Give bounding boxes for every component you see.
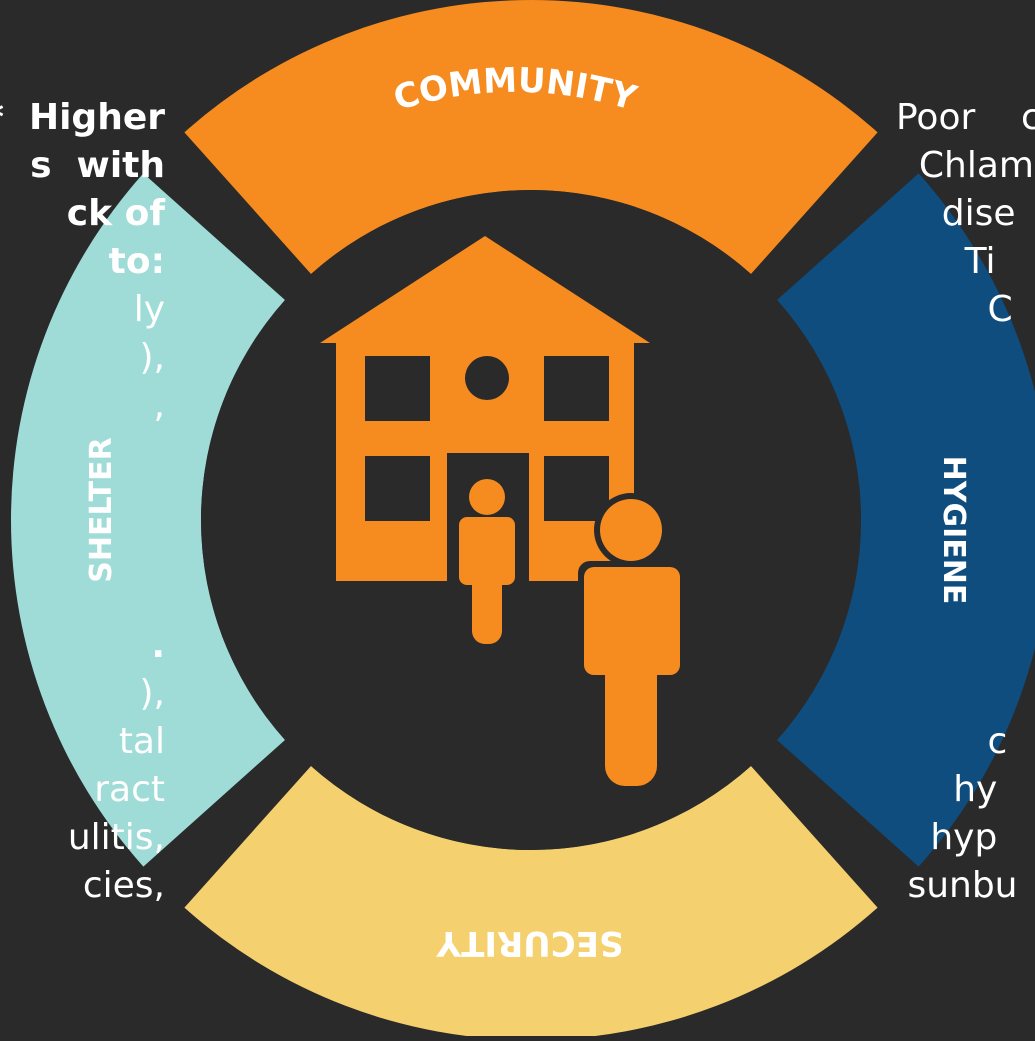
left_text-line: ract xyxy=(94,769,165,810)
right_text-line: Chlam xyxy=(896,145,1034,186)
right_text-line: dise xyxy=(896,193,1016,234)
right-side-text: Poor c Chlam dise Ti C c hy hyp sunbu xyxy=(896,94,1035,910)
right_text-line: hyp xyxy=(896,817,998,858)
left_text-line: , xyxy=(153,385,165,426)
hygiene-label: HYGIENE xyxy=(936,456,971,605)
people-icon xyxy=(459,479,686,786)
left_text-line xyxy=(0,526,165,574)
right_text-line: c xyxy=(896,721,1008,762)
right_text-line xyxy=(896,622,1035,670)
right_text-line xyxy=(896,574,1035,622)
right_text-line: C xyxy=(896,289,1013,330)
right_text-line xyxy=(896,382,1035,430)
shelter-segment xyxy=(10,173,285,867)
right_text-line xyxy=(896,478,1035,526)
security-label: SECURITY xyxy=(436,923,623,963)
right_text-line xyxy=(896,526,1035,574)
right_text-line xyxy=(896,334,1035,382)
left_text-line: s with xyxy=(30,145,165,186)
security-segment xyxy=(184,766,878,1041)
left_text-line: tal xyxy=(118,721,165,762)
right_text-line: sunbu xyxy=(896,865,1018,906)
adult-figure xyxy=(578,493,686,786)
right_text-line xyxy=(896,670,1035,718)
left_text-line: ck of xyxy=(66,193,165,234)
child-figure xyxy=(459,479,515,644)
left_text-line: ), xyxy=(139,337,166,378)
left-side-text: * Higher s with ck of to: ly),, .), tal ract ul… xyxy=(0,94,165,910)
left_text-line: cies, xyxy=(82,865,165,906)
left_text-line: ulitis, xyxy=(67,817,165,858)
left_text-line xyxy=(0,430,165,478)
left_text-line: . xyxy=(151,625,165,666)
left_text-line xyxy=(0,478,165,526)
right_text-line: Ti xyxy=(896,241,996,282)
right_text-line: hy xyxy=(896,769,998,810)
right_text-line xyxy=(896,430,1035,478)
ring-segments xyxy=(10,0,1035,1041)
left_text-line: ), xyxy=(139,673,166,714)
left_text-line: ly xyxy=(133,289,165,330)
community-segment xyxy=(184,0,878,274)
right_text-line: Poor c xyxy=(896,97,1035,138)
left_text-line: * Higher xyxy=(0,97,165,138)
shelter-label: SHELTER xyxy=(84,437,119,582)
left_text-line: to: xyxy=(108,241,165,282)
left_text-line xyxy=(0,574,165,622)
hygiene-segment xyxy=(777,173,1035,867)
